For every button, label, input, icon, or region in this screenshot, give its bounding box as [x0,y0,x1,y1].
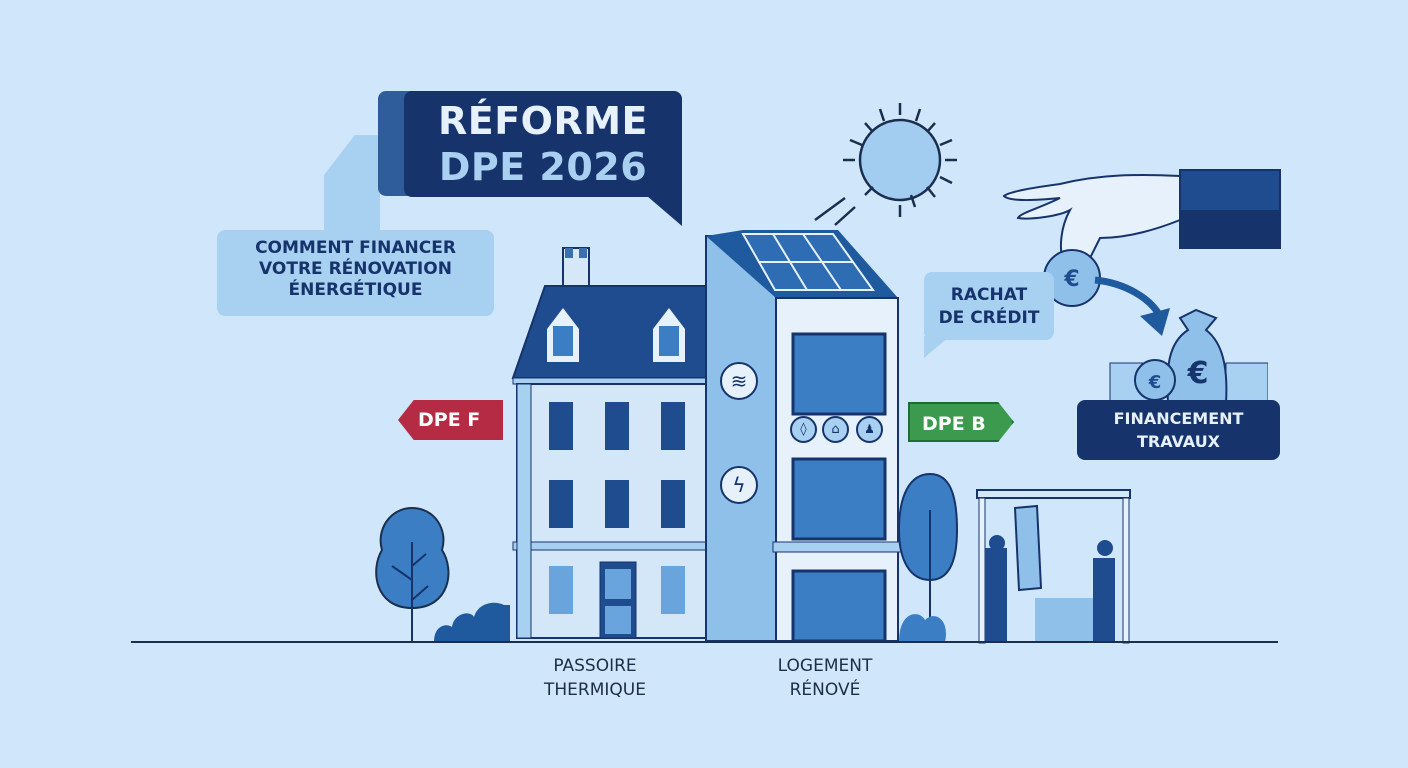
subtitle: COMMENT FINANCER VOTRE RÉNOVATION ÉNERGÉ… [217,238,494,301]
caption-line: THERMIQUE [544,680,646,700]
old-house-illustration [511,247,711,639]
title-bubble [404,91,682,197]
ground-line [131,641,1278,643]
page-title: RÉFORME DPE 2026 [404,98,682,190]
svg-text:€: € [1148,372,1162,393]
dpe-f-badge: DPE F [398,400,503,440]
title-bubble-tail [640,190,682,226]
rachat-bubble [924,272,1054,340]
title-line-1: RÉFORME [437,99,648,143]
subtitle-bubble [217,230,494,316]
sun-icon [814,103,957,226]
financement-label: FINANCEMENT TRAVAUX [1077,407,1280,453]
water-drop-icon: ◊ [790,416,817,443]
rachat-bubble-tail [924,336,950,358]
subtitle-connector [324,135,380,235]
tree-icon [897,472,959,642]
caption-line: RÉNOVÉ [789,680,861,700]
new-house-caption: LOGEMENT RÉNOVÉ [750,654,900,702]
heat-waves-icon: ≋ [720,362,758,400]
person-icon: ♟ [856,416,883,443]
title-line-2: DPE 2026 [438,145,648,189]
hand-with-coin-illustration: € [1002,169,1281,336]
money-bag-icon: € € [1109,308,1268,403]
subtitle-line: COMMENT FINANCER [255,238,456,258]
caption-line: PASSOIRE [553,656,637,676]
rachat-line: RACHAT [950,285,1028,305]
workers-installing-window [976,489,1131,644]
bush-icon [434,602,510,642]
svg-text:€: € [1063,267,1079,292]
subtitle-line: VOTRE RÉNOVATION [259,259,452,279]
old-house-caption: PASSOIRE THERMIQUE [520,654,670,702]
dpe-b-badge: DPE B [908,402,1014,442]
caption-line: LOGEMENT [777,656,873,676]
financement-line: FINANCEMENT [1113,409,1244,428]
tree-icon [375,506,450,642]
subtitle-line: ÉNERGÉTIQUE [288,280,423,300]
rachat-label: RACHAT DE CRÉDIT [924,284,1054,330]
financement-line: TRAVAUX [1136,432,1221,451]
financement-box [1077,400,1280,460]
rachat-line: DE CRÉDIT [938,308,1040,328]
house-icon: ⌂ [822,416,849,443]
svg-text:€: € [1187,356,1209,391]
lightning-icon: ϟ [720,466,758,504]
